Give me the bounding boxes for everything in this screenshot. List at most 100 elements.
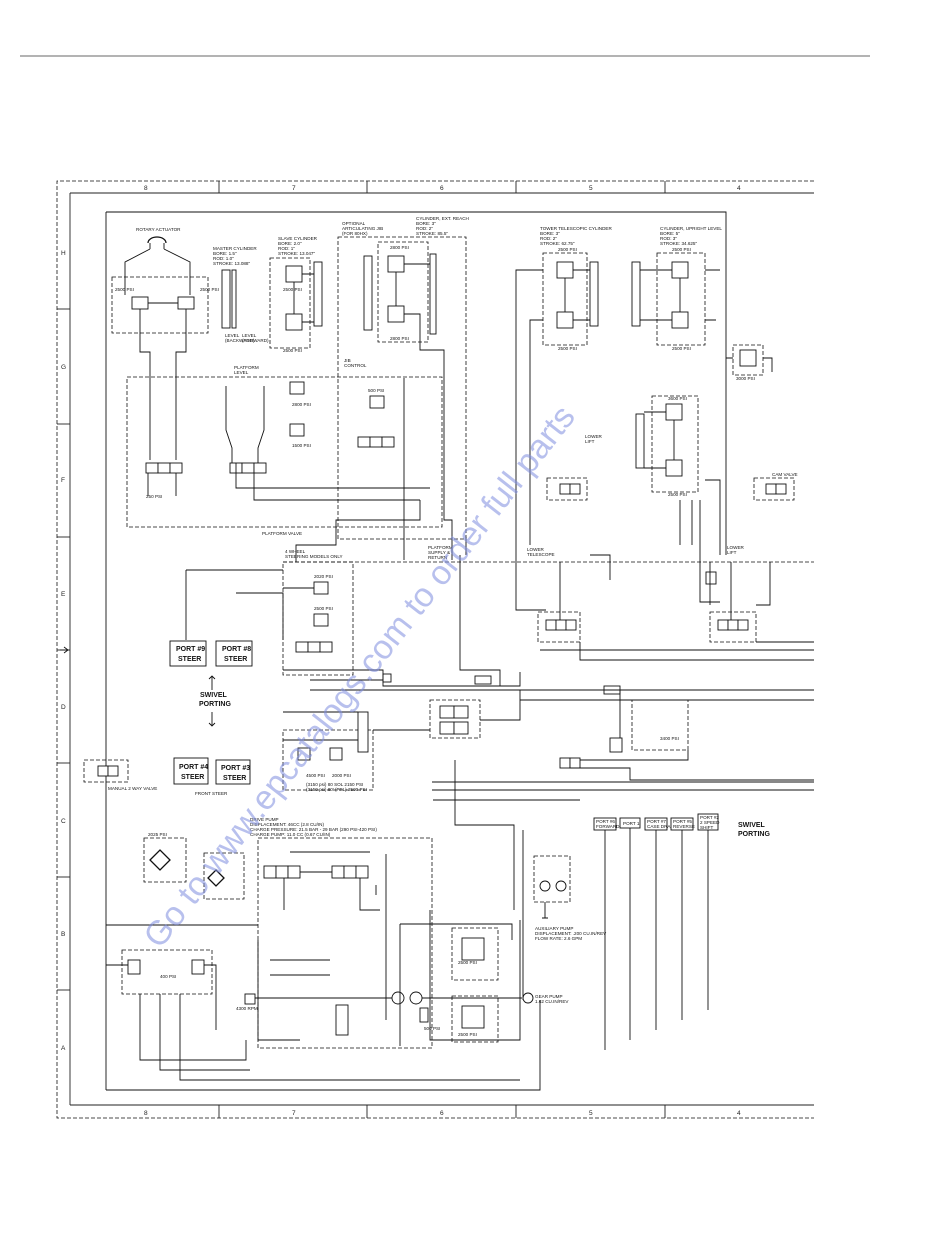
tower-tele-cylinder xyxy=(589,261,599,327)
port-3-box: PORT #3 STEER xyxy=(215,759,251,785)
svg-text:2800 PSI: 2800 PSI xyxy=(390,245,409,250)
svg-text:SWIVEL: SWIVEL xyxy=(200,692,228,699)
upright-level-group: CYLINDER, UPRIGHT LEVEL BORE: 5" ROD: 3"… xyxy=(631,226,773,381)
svg-text:1500 PSI: 1500 PSI xyxy=(292,443,311,448)
cam-valve-group: CAM VALVE xyxy=(753,472,798,501)
svg-text:ROD: 1": ROD: 1" xyxy=(278,246,295,251)
platform-valve-group: PLATFORM VALVE PLATFORM LEVEL 2800 PSI 1… xyxy=(126,365,443,536)
svg-text:PLATFORM: PLATFORM xyxy=(234,365,259,370)
grid-row-label: H xyxy=(61,250,66,257)
svg-text:TELESCOPE: TELESCOPE xyxy=(527,552,555,557)
rotary-actuator-label: ROTARY ACTUATOR xyxy=(136,227,181,232)
ext-reach-cylinder xyxy=(429,253,437,335)
steer4-group: 4 WHEEL STEERING MODELS ONLY 2020 PSI 25… xyxy=(185,549,354,676)
svg-text:PORT #7: PORT #7 xyxy=(647,819,666,824)
jib-control-block xyxy=(337,236,467,540)
center-arrow-icon xyxy=(60,646,69,654)
grid-row-label: A xyxy=(61,1045,66,1052)
svg-text:PORT 1: PORT 1 xyxy=(623,821,640,826)
svg-text:SLAVE CYLINDER: SLAVE CYLINDER xyxy=(278,236,318,241)
grid-col-label: 8 xyxy=(144,1110,148,1117)
boom-outline xyxy=(106,211,727,555)
slave-cylinder xyxy=(313,261,323,327)
rotary-valve-block xyxy=(111,276,209,334)
svg-text:ARTICULATING JIB: ARTICULATING JIB xyxy=(342,226,383,231)
svg-text:2500 PSI: 2500 PSI xyxy=(200,287,219,292)
svg-text:STEER: STEER xyxy=(181,774,204,781)
grid-row-label: B xyxy=(61,931,65,938)
svg-text:3000 PSI: 3000 PSI xyxy=(736,376,755,381)
svg-text:AUXILIARY PUMP: AUXILIARY PUMP xyxy=(535,926,573,931)
lower-lift-group: LOWER LIFT 3600 PSI 2500 PSI xyxy=(585,395,699,497)
svg-text:CYLINDER, UPRIGHT LEVEL: CYLINDER, UPRIGHT LEVEL xyxy=(660,226,722,231)
connecting-lines xyxy=(105,370,721,1090)
grid-col-label: 4 xyxy=(737,1110,741,1117)
lower-valves xyxy=(515,555,814,661)
svg-text:500 PSI: 500 PSI xyxy=(368,388,384,393)
svg-text:PORT #6: PORT #6 xyxy=(596,819,615,824)
grid-col-label: 6 xyxy=(440,1110,444,1117)
bus-labels: PLATFORM SUPPLY & RETURN LOWER TELESCOPE… xyxy=(428,545,745,560)
svg-text:OPTIONAL: OPTIONAL xyxy=(342,221,366,226)
svg-text:FLOW RATE: 2.6 GPM: FLOW RATE: 2.6 GPM xyxy=(535,936,582,941)
port-9-box: PORT #9 STEER xyxy=(169,640,207,667)
svg-text:BORE: 5": BORE: 5" xyxy=(660,231,680,236)
svg-text:PORT #4: PORT #4 xyxy=(179,764,208,771)
svg-text:LEVEL: LEVEL xyxy=(234,370,249,375)
tower-tele-group: TOWER TELESCOPIC CYLINDER BORE: 3" ROD: … xyxy=(515,226,612,555)
svg-text:LEVEL: LEVEL xyxy=(242,333,257,338)
jib-group: OPTIONAL ARTICULATING JIB (FOR 80HX) CYL… xyxy=(337,216,469,540)
svg-text:(FOR 80HX): (FOR 80HX) xyxy=(342,231,368,236)
grid-row-label: G xyxy=(61,364,66,371)
svg-text:STROKE: 62.75": STROKE: 62.75" xyxy=(540,241,575,246)
svg-text:2025 PSI: 2025 PSI xyxy=(148,832,167,837)
svg-text:LOWER: LOWER xyxy=(727,545,745,550)
svg-text:BORE: 1.5": BORE: 1.5" xyxy=(213,251,237,256)
svg-text:PLATFORM VALVE: PLATFORM VALVE xyxy=(262,531,302,536)
svg-text:2500 PSI: 2500 PSI xyxy=(458,1032,477,1037)
steer-valve-group: 4500 PSI 2000 PSI (3150 psi) 80 SOL 2150… xyxy=(282,669,814,801)
grid-row-label: C xyxy=(61,818,66,825)
master-cylinder-group: MASTER CYLINDER BORE: 1.5" ROD: 1.0" STR… xyxy=(213,246,269,343)
svg-text:RETURN: RETURN xyxy=(428,555,447,560)
aux-pump-group: AUXILIARY PUMP DISPLACEMENT: .200 CU.IN/… xyxy=(533,855,607,941)
svg-text:2500 PSI: 2500 PSI xyxy=(558,346,577,351)
svg-text:4300 RPM: 4300 RPM xyxy=(236,1006,258,1011)
grid-col-label: 8 xyxy=(144,185,148,192)
svg-text:(3150 psi) 80' (PPL) 3500 PSI: (3150 psi) 80' (PPL) 3500 PSI xyxy=(306,787,367,792)
svg-text:CHARGE PRESSURE: 21.5 BAR - 29: CHARGE PRESSURE: 21.5 BAR - 29 BAR (290 … xyxy=(250,827,377,832)
svg-text:STROKE: 34.625": STROKE: 34.625" xyxy=(660,241,697,246)
svg-text:STROKE: 13.088": STROKE: 13.088" xyxy=(213,261,250,266)
svg-text:BORE: 3": BORE: 3" xyxy=(416,221,436,226)
svg-text:2500 PSI: 2500 PSI xyxy=(558,247,577,252)
grid-column-labels-bottom: 8 7 6 5 4 xyxy=(144,1110,741,1117)
svg-text:DISPLACEMENT: .200 CU.IN/REV: DISPLACEMENT: .200 CU.IN/REV xyxy=(535,931,607,936)
drive-pump-icon xyxy=(391,991,405,1005)
drawing-frame xyxy=(56,180,814,1119)
svg-text:PORT #3: PORT #3 xyxy=(221,765,250,772)
svg-text:MANUAL 2 WAY VALVE: MANUAL 2 WAY VALVE xyxy=(108,786,157,791)
svg-text:CAM VALVE: CAM VALVE xyxy=(772,472,798,477)
svg-text:STEER: STEER xyxy=(223,775,246,782)
rotary-actuator-group: ROTARY ACTUATOR 2500 PSI 2500 PSI xyxy=(111,227,219,460)
svg-text:BORE: 3": BORE: 3" xyxy=(540,231,560,236)
aux-pump-icon xyxy=(539,880,551,892)
svg-text:CYLINDER, EXT. REACH: CYLINDER, EXT. REACH xyxy=(416,216,469,221)
manual-valve-group: MANUAL 2 WAY VALVE xyxy=(83,759,157,791)
svg-text:(FORWARD): (FORWARD) xyxy=(242,338,269,343)
master-cylinder xyxy=(221,269,231,329)
svg-text:DISPLACEMENT: 46CC (2.8 CU/IN): DISPLACEMENT: 46CC (2.8 CU/IN) xyxy=(250,822,324,827)
svg-text:500 PSI: 500 PSI xyxy=(424,1026,440,1031)
svg-text:STROKE: 13.047": STROKE: 13.047" xyxy=(278,251,315,256)
grid-col-label: 6 xyxy=(440,185,444,192)
svg-text:STEERING MODELS ONLY: STEERING MODELS ONLY xyxy=(285,554,343,559)
svg-text:PLATFORM: PLATFORM xyxy=(428,545,453,550)
svg-text:SWIVEL: SWIVEL xyxy=(738,822,766,829)
platform-valve-block xyxy=(126,376,443,528)
svg-text:2800 PSI: 2800 PSI xyxy=(390,336,409,341)
rotary-actuator-icon xyxy=(147,236,167,244)
svg-text:4 WHEEL: 4 WHEEL xyxy=(285,549,306,554)
svg-text:2500 PSI: 2500 PSI xyxy=(672,247,691,252)
grid-column-labels-top: 8 7 6 5 4 xyxy=(144,185,741,192)
